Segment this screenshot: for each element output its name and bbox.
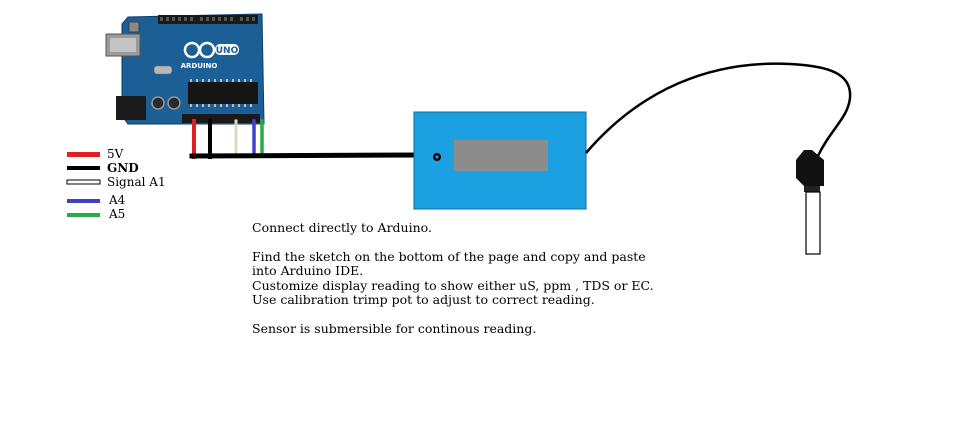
instructions-text: Connect directly to Arduino. Find the sk…: [252, 220, 654, 336]
capacitor: [151, 96, 165, 110]
legend-swatch-a4: [67, 199, 100, 203]
instruction-line: Connect directly to Arduino.: [252, 220, 432, 235]
probe-cable: [585, 62, 852, 157]
legend-swatch-signal: [66, 179, 101, 185]
arduino-logo: UNO ARDUINO: [181, 41, 239, 70]
instruction-line: Customize display reading to show either…: [252, 277, 654, 293]
header-pins: [160, 17, 255, 21]
legend-swatch-gnd: [67, 166, 100, 170]
instruction-blank-line: [252, 307, 654, 321]
probe-tube: [805, 191, 821, 255]
power-analog-header: [182, 114, 260, 123]
legend-label-a5: A5: [109, 207, 126, 221]
instruction-line: into Arduino IDE.: [252, 263, 364, 279]
instruction-line: Sensor is submersible for continous read…: [252, 320, 537, 336]
probe-collar: [804, 186, 820, 192]
legend-label-signal: Signal A1: [107, 175, 166, 189]
tds-probe: [796, 150, 824, 255]
legend-label-5v: 5V: [107, 147, 124, 161]
microcontroller-chip: [188, 82, 258, 104]
legend-label-gnd: GND: [107, 161, 139, 175]
power-jack: [116, 96, 146, 120]
probe-head: [796, 150, 824, 186]
reset-button: [128, 21, 140, 33]
arduino-wires: [189, 119, 421, 159]
instruction-blank-line: [252, 235, 654, 249]
legend-label-a4: A4: [109, 193, 126, 207]
bundle-cable: [189, 152, 421, 159]
capacitor: [167, 96, 181, 110]
module-display: [454, 140, 548, 171]
crystal: [153, 65, 173, 75]
instruction-line: Find the sketch on the bottom of the pag…: [252, 248, 646, 264]
legend-swatch-a5: [67, 213, 100, 217]
board-model-label: UNO: [216, 46, 239, 56]
instruction-line: Use calibration trimp pot to adjust to c…: [252, 292, 595, 308]
legend-swatch-5v: [67, 152, 100, 157]
arduino-uno-board: UNO ARDUINO: [105, 13, 265, 125]
tds-module: [413, 111, 587, 210]
legend-swatches: [66, 152, 101, 217]
board-brand-label: ARDUINO: [181, 62, 218, 70]
